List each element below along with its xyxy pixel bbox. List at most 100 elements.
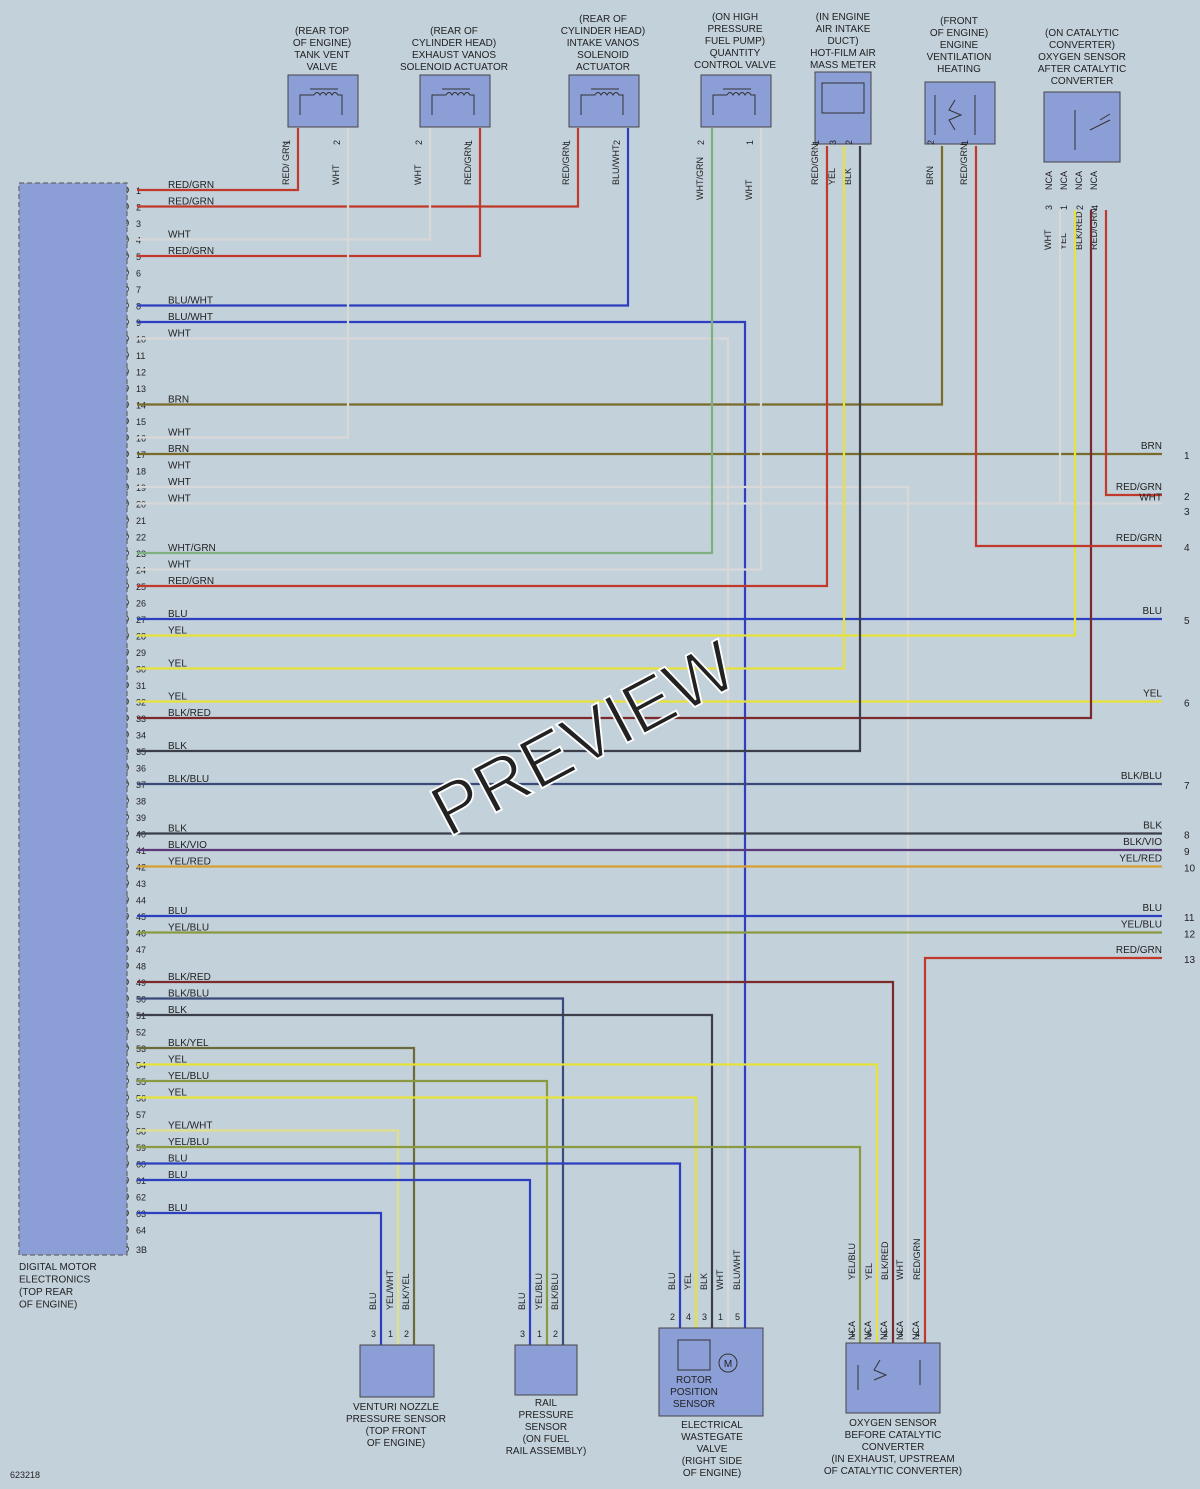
ecu-pin-number: 36	[136, 764, 146, 774]
pin-connector-mark	[126, 533, 129, 540]
rotor-position-sensor-box	[677, 1339, 711, 1371]
nca-label: NCA	[1089, 171, 1099, 190]
right-edge-connector-number: 7	[1184, 781, 1190, 792]
right-edge-connector-number: 11	[1184, 913, 1195, 924]
wire-label: BLK	[843, 168, 853, 185]
wire-pin-10	[137, 337, 730, 1330]
pin-connector-mark	[126, 384, 129, 392]
wire-label: BLK/RED	[168, 972, 211, 983]
component-caption: WASTEGATE	[681, 1432, 743, 1443]
right-edge-wire-label: YEL/BLU	[1121, 920, 1162, 931]
wire-label: YEL	[1058, 233, 1068, 250]
component-caption: DUCT)	[827, 36, 858, 47]
component-caption: CONVERTER	[1051, 76, 1114, 87]
wire-pin-24	[137, 128, 763, 571]
component-pin-number: 3	[1044, 205, 1054, 210]
component-pin-number: 2	[612, 140, 622, 145]
component-pin-number: 4	[1090, 205, 1100, 210]
pin-connector-mark	[126, 995, 129, 1002]
wire-label: YEL/RED	[168, 857, 211, 868]
component-caption: EXHAUST VANOS	[412, 50, 496, 61]
pin-connector-mark	[126, 615, 129, 623]
right-edge-wire-label: BLU	[1143, 606, 1162, 617]
wire-pin-5	[137, 128, 482, 258]
ecu-pin-number: 26	[136, 599, 146, 609]
right-edge-wire-label: BLK/VIO	[1123, 837, 1162, 848]
nca-label: NCA	[895, 1321, 905, 1340]
pin-connector-mark	[126, 978, 129, 986]
pin-connector-mark	[126, 434, 129, 441]
wire-label: BLK/BLU	[168, 774, 209, 785]
pin-connector-mark	[126, 797, 129, 804]
pin-connector-mark	[126, 1061, 129, 1068]
component-pin-number: 2	[926, 140, 936, 145]
wire-label: BRN	[168, 395, 189, 406]
pin-connector-mark	[126, 483, 129, 491]
ecu-pin-number: 52	[136, 1028, 146, 1038]
oxygen-sensor-icon	[857, 1359, 921, 1390]
rotor-position-sensor-label: POSITION	[670, 1387, 718, 1398]
wire-pin-60	[137, 1162, 682, 1330]
pin-connector-mark	[126, 417, 129, 425]
pin-connector-mark	[126, 764, 129, 771]
pin-connector-mark	[126, 681, 129, 689]
pin-connector-mark	[126, 912, 129, 920]
ecu-pin-number: 44	[136, 896, 146, 906]
component-caption: VENTURI NOZZLE	[353, 1402, 439, 1413]
pin-connector-mark	[126, 632, 129, 639]
pin-connector-mark	[126, 549, 129, 557]
motor-symbol-label: M	[724, 1359, 732, 1370]
component-caption: BEFORE CATALYTIC	[845, 1430, 942, 1441]
right-edge-wire-label: BRN	[1141, 441, 1162, 452]
nca-label: NCA	[1074, 171, 1084, 190]
pin-connector-mark	[126, 1094, 129, 1101]
ecu-pin-number: 43	[136, 879, 146, 889]
right-edge-connector-number: 13	[1184, 955, 1196, 966]
wire-label: BLK/RED	[880, 1241, 890, 1280]
component-pin-number: 2	[332, 140, 342, 145]
wire-label: WHT	[895, 1259, 905, 1280]
pin-connector-mark	[126, 830, 129, 837]
wire-label: BLK/RED	[168, 708, 211, 719]
component-pin-number: 1	[282, 140, 292, 145]
pin-connector-mark	[126, 599, 129, 606]
component-box	[568, 74, 640, 128]
pin-connector-mark	[126, 203, 129, 210]
component-pin-number: 2	[670, 1312, 675, 1322]
pin-connector-mark	[126, 566, 129, 573]
component-caption: VALVE	[697, 1444, 728, 1455]
pin-connector-mark	[126, 945, 129, 953]
component-pin-number: 1	[388, 1329, 393, 1339]
component-pin-number: 2	[1075, 205, 1085, 210]
oxygen-sensor-icon	[1074, 110, 1111, 150]
pin-connector-mark	[126, 1245, 129, 1253]
component-pin-number: 3	[828, 140, 838, 145]
wire-pin-2	[137, 128, 580, 208]
component-pin-number: 2	[414, 140, 424, 145]
wire-pin-8	[137, 128, 630, 307]
wire-label: WHT	[413, 164, 423, 185]
wire-label: BLK	[168, 824, 187, 835]
wire-label: RED/GRN	[1089, 208, 1099, 250]
wire-label: BLK	[168, 1005, 187, 1016]
component-pin-number: 1	[537, 1329, 542, 1339]
component-pin-number: 1	[1059, 205, 1069, 210]
pin-connector-mark	[126, 219, 129, 227]
pin-connector-mark	[126, 698, 129, 705]
component-caption: (REAR OF	[430, 26, 478, 37]
component-pin-number: 2	[844, 140, 854, 145]
wire-label: YEL/WHT	[168, 1121, 212, 1132]
ecu-pin-number: 62	[136, 1193, 146, 1203]
wire-label: WHT/GRN	[168, 543, 216, 554]
component-caption: VENTILATION	[927, 52, 992, 63]
wire-label: RED/GRN	[912, 1238, 922, 1280]
component-caption: SOLENOID ACTUATOR	[400, 62, 508, 73]
pin-connector-mark	[126, 401, 129, 408]
right-edge-wire-label: BLK	[1143, 821, 1162, 832]
ecu-pin-number: 6	[136, 269, 141, 279]
ecu-pin-number: 3B	[136, 1245, 147, 1255]
right-edge-wire-label: BLK/BLU	[1121, 771, 1162, 782]
wire-label: BLU	[168, 1170, 187, 1181]
nca-label: NCA	[863, 1321, 873, 1340]
